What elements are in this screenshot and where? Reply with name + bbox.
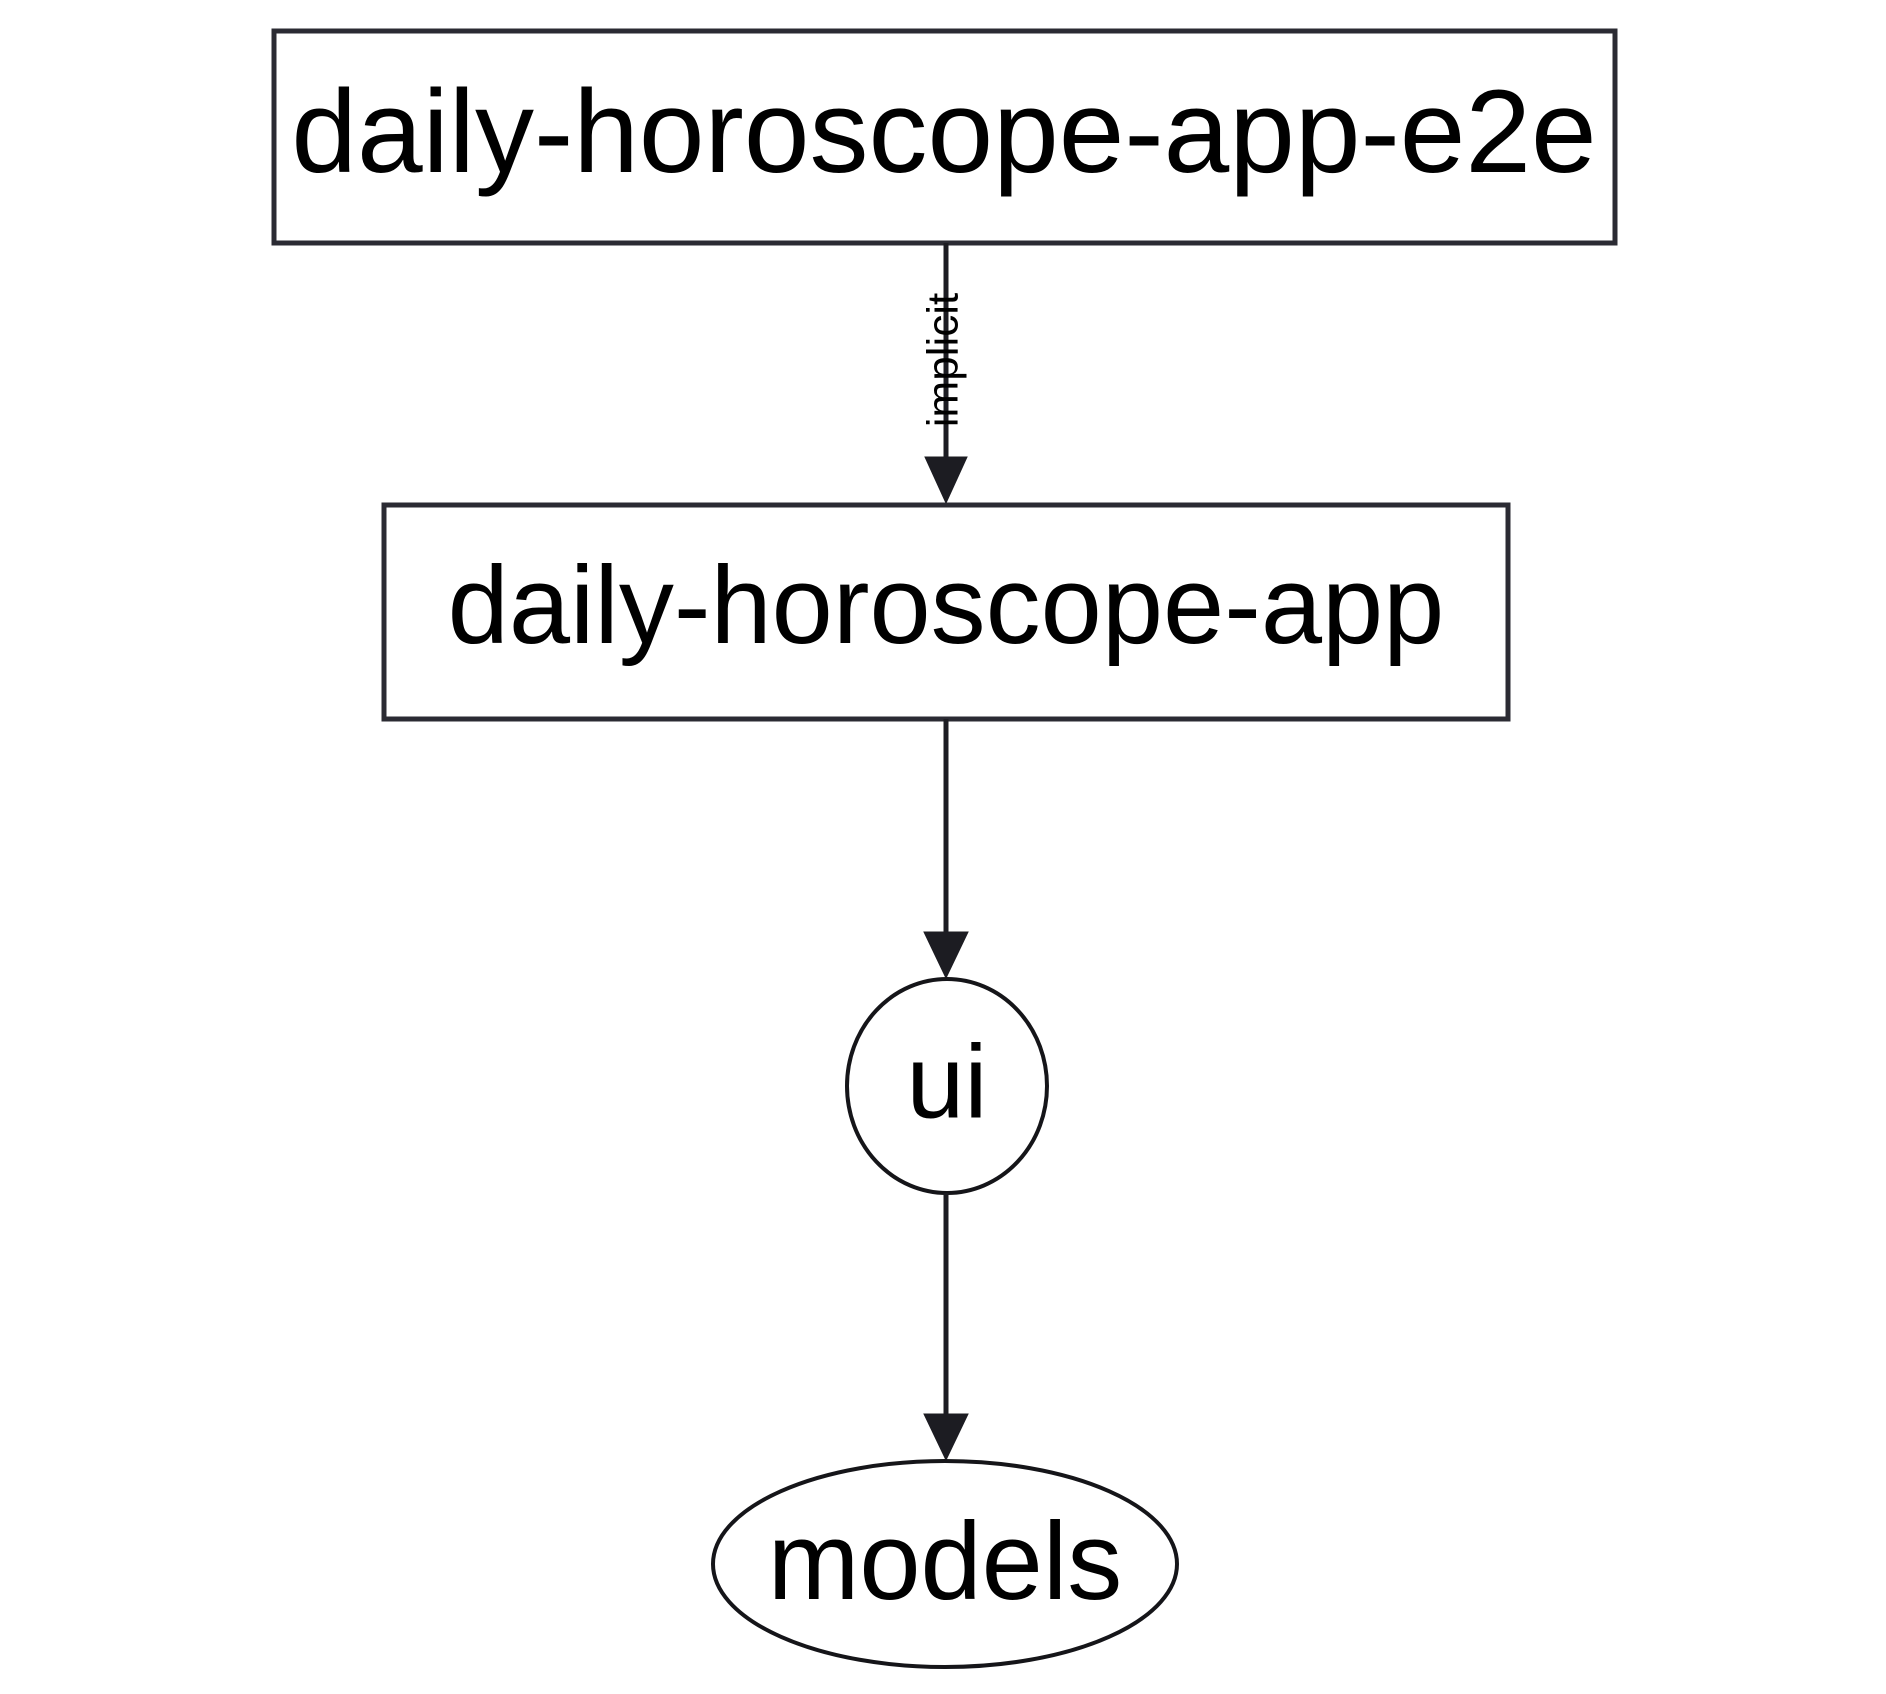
edge-e2e-to-app[interactable]: implicit [919,243,968,505]
node-ellipse-models [711,1459,1179,1669]
arrowhead-ui-to-models [923,1413,969,1462]
edge-app-to-ui[interactable] [923,719,969,980]
node-models[interactable]: models [711,1459,1179,1669]
node-daily-horoscope-app-e2e[interactable]: daily-horoscope-app-e2e [271,28,1618,246]
node-label-app: daily-horoscope-app [448,544,1445,667]
edge-ui-to-models[interactable] [923,1193,969,1462]
node-rect-app [381,502,1511,722]
node-label-e2e: daily-horoscope-app-e2e [291,66,1596,198]
node-rect-e2e [271,28,1618,246]
arrowhead-e2e-to-app [924,456,968,505]
node-ui[interactable]: ui [845,977,1049,1195]
node-label-models: models [768,1500,1123,1623]
arrowhead-app-to-ui [923,931,969,980]
node-daily-horoscope-app[interactable]: daily-horoscope-app [381,502,1511,722]
node-label-ui: ui [907,1024,988,1140]
edge-label-implicit: implicit [919,293,968,427]
